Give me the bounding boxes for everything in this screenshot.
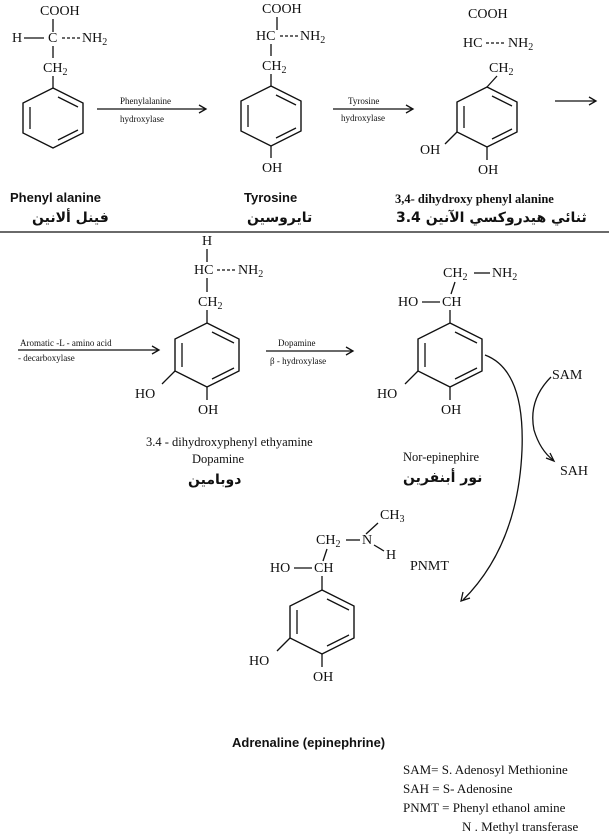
norepinephrine-arabic: نور أبنفرين (403, 468, 482, 486)
svg-text:CH2: CH2 (43, 61, 67, 78)
svg-text:Phenylalanine: Phenylalanine (120, 96, 171, 106)
dopa-name: 3,4- dihydroxy phenyl alanine (395, 192, 554, 206)
pnmt-label: PNMT (410, 559, 449, 574)
svg-text:COOH: COOH (262, 2, 302, 17)
legend-sam: SAM= S. Adenosyl Methionine (403, 762, 568, 777)
legend-pnmt-cont: N . Methyl transferase (462, 819, 578, 834)
tyrosine-name: Tyrosine (244, 190, 297, 205)
svg-text:hydroxylase: hydroxylase (120, 114, 164, 124)
norepinephrine-structure: CH2 NH2 HO CH HO OH (377, 266, 517, 418)
methyl-donor-arrow: SAM SAH (532, 368, 588, 479)
svg-text:CH2: CH2 (316, 533, 340, 550)
dopamine-arabic: دوبامين (188, 472, 241, 488)
dopamine-structure: H HC NH2 CH2 HO OH (135, 234, 263, 418)
tyrosine-arabic: تايروسين (247, 210, 312, 226)
phenylalanine-structure: COOH H C NH2 CH2 (12, 4, 107, 149)
svg-text:CH2: CH2 (198, 295, 222, 312)
svg-text:CH3: CH3 (380, 508, 404, 525)
svg-text:HC: HC (256, 29, 275, 44)
svg-text:CH2: CH2 (443, 266, 467, 283)
svg-text:H: H (202, 234, 212, 249)
dopamine-name: Dopamine (192, 452, 245, 466)
svg-text:OH: OH (313, 670, 333, 685)
svg-text:COOH: COOH (468, 7, 508, 22)
svg-text:N: N (362, 533, 372, 548)
continue-arrow (555, 96, 598, 106)
svg-text:HO: HO (398, 295, 418, 310)
svg-text:HC: HC (194, 263, 213, 278)
dopa-structure: COOH HC NH2 CH2 OH OH (420, 7, 533, 178)
norepinephrine-name: Nor-epinephire (403, 450, 480, 464)
adrenaline-structure: CH3 CH2 N H HO CH HO OH (249, 508, 404, 685)
svg-text:hydroxylase: hydroxylase (341, 113, 385, 123)
svg-text:HO: HO (135, 387, 155, 402)
nh2-label: NH (82, 31, 102, 46)
c-label: C (48, 31, 57, 46)
svg-text:NH2: NH2 (238, 263, 263, 280)
svg-text:HO: HO (249, 654, 269, 669)
svg-text:OH: OH (420, 143, 440, 158)
svg-text:HO: HO (270, 561, 290, 576)
svg-text:CH2: CH2 (262, 59, 286, 76)
svg-text:OH: OH (198, 403, 218, 418)
reaction-arrow-dbh: Dopamine β - hydroxylase (266, 338, 355, 366)
dopa-arabic: 3.4 ثنائي هيدروكسي الآنين (396, 209, 587, 226)
svg-text:- decarboxylase: - decarboxylase (18, 353, 75, 363)
svg-text:Tyrosine: Tyrosine (348, 96, 379, 106)
sam-label: SAM (552, 368, 583, 383)
sah-label: SAH (560, 464, 588, 479)
reaction-arrow-aadc: Aromatic -L - amino acid - decarboxylase (18, 338, 161, 363)
svg-text:OH: OH (262, 161, 282, 176)
legend-pnmt: PNMT = Phenyl ethanol amine (403, 800, 566, 815)
phenylalanine-arabic: فينل ألانين (32, 208, 109, 226)
ch2-label: CH (43, 61, 62, 76)
svg-text:CH: CH (314, 561, 333, 576)
svg-text:NH2: NH2 (508, 36, 533, 53)
svg-text:β - hydroxylase: β - hydroxylase (270, 356, 326, 366)
svg-text:NH2: NH2 (492, 266, 517, 283)
svg-text:NH2: NH2 (300, 29, 325, 46)
svg-text:NH2: NH2 (82, 31, 107, 48)
svg-text:HC: HC (463, 36, 482, 51)
svg-text:CH2: CH2 (489, 61, 513, 78)
svg-text:OH: OH (441, 403, 461, 418)
svg-text:HO: HO (377, 387, 397, 402)
dopamine-systematic-name: 3.4 - dihydroxyphenyl ethyamine (146, 435, 313, 449)
phenylalanine-name: Phenyl alanine (10, 190, 101, 205)
svg-text:CH: CH (442, 295, 461, 310)
svg-text:Aromatic -L - amino acid: Aromatic -L - amino acid (20, 338, 112, 348)
svg-text:H: H (386, 548, 396, 563)
legend-sah: SAH = S- Adenosine (403, 781, 513, 796)
reaction-arrow-1: Phenylalanine hydroxylase (97, 96, 208, 124)
reaction-arrow-2: Tyrosine hydroxylase (333, 96, 415, 123)
tyrosine-structure: COOH HC NH2 CH2 OH (240, 2, 325, 176)
adrenaline-name: Adrenaline (epinephrine) (232, 735, 385, 750)
cooh-label: COOH (40, 4, 80, 19)
svg-text:OH: OH (478, 163, 498, 178)
svg-text:Dopamine: Dopamine (278, 338, 316, 348)
legend: SAM= S. Adenosyl Methionine SAH = S- Ade… (403, 762, 578, 834)
pnmt-arrow: PNMT (410, 354, 523, 602)
h-label: H (12, 31, 22, 46)
